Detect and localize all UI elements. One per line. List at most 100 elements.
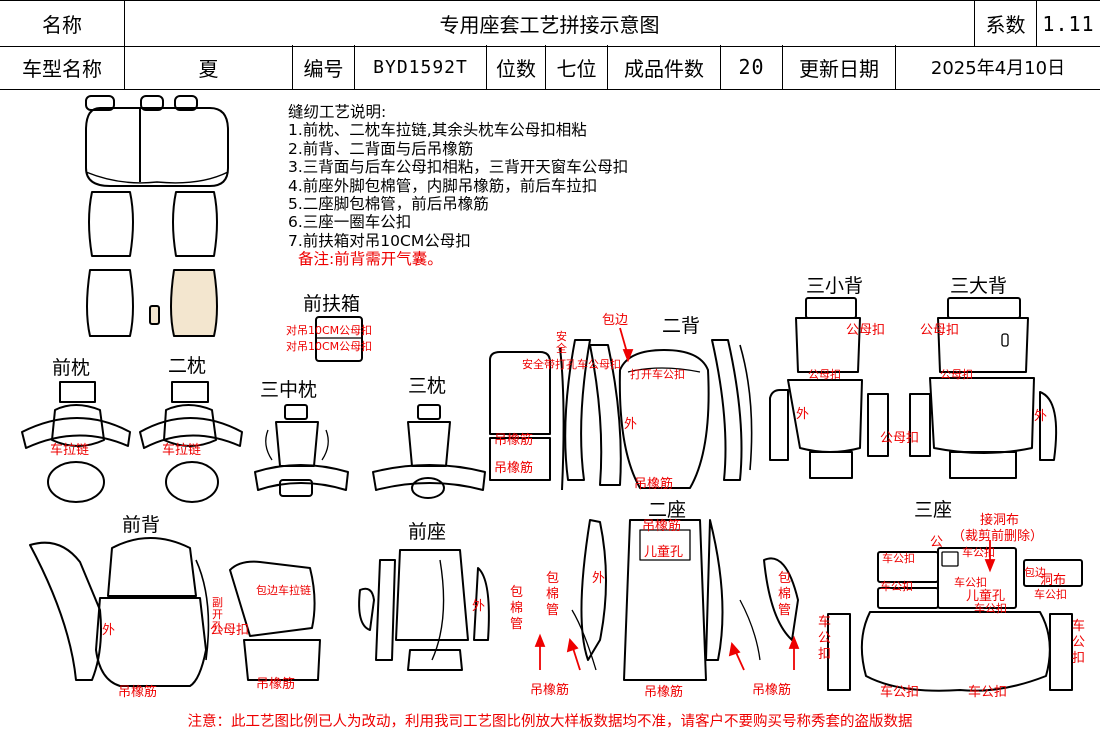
note-join-cloth: 接洞布 <box>980 512 1019 528</box>
note-zipper-1: 车拉链 <box>50 442 89 458</box>
instructions-heading: 缝纫工艺说明: <box>288 103 387 121</box>
third-pillow-pieces <box>372 404 486 499</box>
note-male-2: 车公扣 <box>962 545 995 559</box>
sheet-title: 专用座套工艺拼接示意图 <box>125 1 975 46</box>
note-outer-6: 外 <box>592 571 605 586</box>
note-outer-4: 外 <box>102 623 115 638</box>
instruction-line: 4.前座外脚包棉管，内脚吊橡筋，前后车拉扣 <box>288 176 598 195</box>
seat-map-thumbnail <box>85 95 229 337</box>
note-console-2: 对吊10CM公母扣 <box>286 339 372 353</box>
note-rubber-5: 吊橡筋 <box>256 676 295 692</box>
note-male-4: 车公扣 <box>954 575 987 589</box>
note-mf-2: 公母扣 <box>920 323 959 338</box>
pieces-value: 20 <box>721 45 783 89</box>
title-second-pillow: 二枕 <box>168 355 206 377</box>
note-child-hole-1: 儿童孔 <box>644 544 683 560</box>
note-outer-2: 外 <box>796 407 809 422</box>
code-value: BYD1592T <box>355 45 487 89</box>
note-male-3: 车公扣 <box>880 579 913 593</box>
note-side-1: 车 <box>818 614 831 630</box>
header-row-1: 名称 专用座套工艺拼接示意图 系数 1.11 <box>0 0 1100 47</box>
note-pipe-9: 管 <box>778 603 791 618</box>
header-row-2: 车型名称 夏 编号 BYD1592T 位数 七位 成品件数 20 更新日期 20… <box>0 45 1100 90</box>
annotation-arrows <box>534 327 996 671</box>
footer-warning: 注意：此工艺图比例已人为改动，利用我司工艺图比例放大样板数据均不准，请客户不要购… <box>187 714 913 730</box>
note-rubber-1: 吊橡筋 <box>494 432 533 448</box>
note-child-hole-2: 儿童孔 <box>966 588 1005 604</box>
model-label: 车型名称 <box>0 45 125 89</box>
second-pillow-pieces <box>139 381 243 503</box>
name-label: 名称 <box>0 1 125 46</box>
note-pipe-6: 管 <box>546 603 559 618</box>
note-trim: （裁剪前删除） <box>952 528 1043 544</box>
note-side-2: 公 <box>818 631 831 646</box>
note-side-4: 车 <box>1072 618 1085 634</box>
title-second-seat: 二座 <box>648 499 686 521</box>
note-seatbelt-v2: 全 <box>556 341 567 355</box>
note-mf-5: 公母扣 <box>880 431 919 446</box>
front-console-piece <box>315 316 363 362</box>
note-pipe-8: 棉 <box>778 587 791 602</box>
third-small-back-pieces <box>769 297 889 479</box>
third-seat-pieces <box>827 547 1083 692</box>
note-outer-1: 外 <box>624 417 637 432</box>
note-male-5: 车公扣 <box>974 601 1007 615</box>
note-outer-5: 外 <box>472 599 485 614</box>
note-pipe-1: 包 <box>510 585 523 600</box>
pieces-label: 成品件数 <box>608 45 721 89</box>
note-rubber-4: 吊橡筋 <box>118 684 157 700</box>
note-male-7: 车公扣 <box>880 684 919 700</box>
date-label: 更新日期 <box>783 45 896 89</box>
note-pipe-3: 管 <box>510 617 523 632</box>
note-airbag-3: 孔 <box>212 620 223 633</box>
note-outer-3: 外 <box>1034 409 1047 424</box>
note-pipe-2: 棉 <box>510 601 523 616</box>
note-airbag-2: 开 <box>212 608 223 621</box>
note-zipper-2: 车拉链 <box>162 442 201 458</box>
note-gong-v: 公 <box>930 535 943 550</box>
stitch-instructions: 缝纫工艺说明: 1.前枕、二枕车拉链,其余头枕车公母扣相粘 2.前背、二背面与后… <box>288 103 628 269</box>
coef-label: 系数 <box>975 1 1037 46</box>
title-third-pillow: 三枕 <box>408 375 446 397</box>
note-seatbelt-v1: 安 <box>556 329 567 343</box>
note-edge-top: 包边 <box>602 313 628 328</box>
seat-label: 位数 <box>487 45 546 89</box>
title-third-mid-pillow: 三中枕 <box>260 379 317 401</box>
title-second-back: 二背 <box>662 315 700 337</box>
front-back-pieces <box>29 537 321 687</box>
note-rubber-3: 吊橡筋 <box>634 476 673 492</box>
model-value: 夏 <box>125 45 293 89</box>
title-front-seat: 前座 <box>408 521 446 543</box>
second-back-pieces <box>489 339 753 491</box>
note-mf-6: 公母扣 <box>210 623 249 638</box>
title-third-big-back: 三大背 <box>950 275 1007 297</box>
title-front-pillow: 前枕 <box>52 357 90 379</box>
note-pipe-5: 棉 <box>546 587 559 602</box>
third-big-back-pieces <box>909 297 1058 479</box>
instruction-line: 1.前枕、二枕车拉链,其余头枕车公母扣相粘 <box>288 121 587 140</box>
note-male-6: 车公扣 <box>1034 587 1067 601</box>
note-second-top: 吊橡筋 <box>642 518 681 534</box>
note-edge-zipper: 包边车拉链 <box>256 583 311 597</box>
title-third-small-back: 三小背 <box>806 275 863 297</box>
note-side-5: 公 <box>1072 635 1085 650</box>
note-rubber-6: 吊橡筋 <box>530 682 569 698</box>
seat-value: 七位 <box>546 45 608 89</box>
note-rubber-2: 吊橡筋 <box>494 460 533 476</box>
title-third-seat: 三座 <box>914 499 952 521</box>
front-pillow-pieces <box>21 381 131 503</box>
note-airbag-1: 副 <box>212 596 223 609</box>
note-male-1: 车公扣 <box>882 551 915 565</box>
note-side-3: 扣 <box>818 647 831 662</box>
note-pipe-4: 包 <box>546 571 559 586</box>
code-label: 编号 <box>293 45 355 89</box>
instruction-line: 6.三座一圈车公扣 <box>288 213 412 232</box>
title-front-console: 前扶箱 <box>303 293 360 315</box>
note-console-1: 对吊10CM公母扣 <box>286 323 372 337</box>
note-male-8: 车公扣 <box>968 684 1007 700</box>
instruction-line: 7.前扶箱对吊10CM公母扣 <box>288 231 471 250</box>
instruction-line: 3.三背面与后车公母扣相粘，三背开天窗车公母扣 <box>288 158 629 177</box>
instruction-line: 2.前背、二背面与后吊橡筋 <box>288 139 474 158</box>
